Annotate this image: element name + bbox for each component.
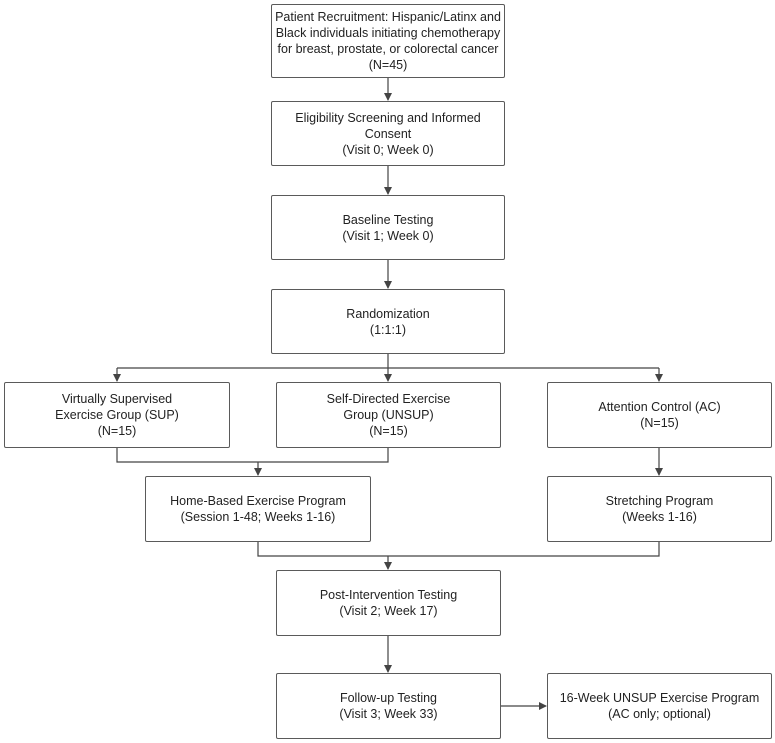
box-text-line: (Weeks 1-16) xyxy=(622,510,697,524)
home-program-box: Home-Based Exercise Program (Session 1-48… xyxy=(145,476,371,542)
unsup-program-box: 16-Week UNSUP Exercise Program (AC only; … xyxy=(547,673,772,739)
box-text-line: Home-Based Exercise Program xyxy=(170,494,346,508)
box-text-line: Eligibility Screening and Informed xyxy=(295,110,481,125)
recruitment-box: Patient Recruitment: Hispanic/Latinx and… xyxy=(271,4,505,78)
ac-group-box: Attention Control (AC) (N=15) xyxy=(547,382,772,448)
box-text-line: (N=15) xyxy=(97,424,137,438)
randomization-box: Randomization(1:1:1) xyxy=(271,289,505,354)
post-testing-box: Post-Intervention Testing (Visit 2; Week … xyxy=(276,570,501,636)
box-text-line: Group (UNSUP) xyxy=(343,408,434,422)
box-text-line: Virtually Supervised xyxy=(61,392,173,406)
programs-merge-line xyxy=(257,542,660,557)
box-text-line: (Visit 0; Week 0) xyxy=(342,142,434,157)
sup-unsup-merge-line xyxy=(116,448,389,463)
randomization-split-line xyxy=(117,354,659,369)
box-text-line: Exercise Group (SUP) xyxy=(55,408,179,422)
box-text-line: (Visit 2; Week 17) xyxy=(339,604,438,618)
box-text-line: (1:1:1) xyxy=(369,322,407,337)
baseline-box: Baseline Testing(Visit 1; Week 0) xyxy=(271,195,505,260)
box-text-line: (N=15) xyxy=(640,416,679,430)
stretching-box: Stretching Program (Weeks 1-16) xyxy=(547,476,772,542)
box-text-line: Self-Directed Exercise xyxy=(326,392,451,406)
box-text-line: Stretching Program xyxy=(605,494,714,508)
box-text-line: (AC only; optional) xyxy=(608,707,711,721)
box-text-line: Consent xyxy=(364,126,412,141)
box-text-line: (N=45) xyxy=(368,58,408,72)
box-text-line: Black individuals initiating chemotherap… xyxy=(275,26,501,40)
box-text-line: Post-Intervention Testing xyxy=(319,588,458,602)
box-text-line: 16-Week UNSUP Exercise Program xyxy=(559,691,760,705)
box-text-line: Attention Control (AC) xyxy=(598,400,721,414)
box-text-line: Follow-up Testing xyxy=(339,691,438,705)
followup-box: Follow-up Testing (Visit 3; Week 33) xyxy=(276,673,501,739)
box-text-line: for breast, prostate, or colorectal canc… xyxy=(277,42,499,56)
box-text-line: Randomization xyxy=(346,306,430,321)
box-text-line: (Visit 3; Week 33) xyxy=(339,707,438,721)
box-text-line: Baseline Testing xyxy=(342,212,434,227)
box-text-line: (Session 1-48; Weeks 1-16) xyxy=(180,510,336,524)
box-text-line: (N=15) xyxy=(369,424,408,438)
box-text-line: (Visit 1; Week 0) xyxy=(342,228,434,243)
box-text-line: Patient Recruitment: Hispanic/Latinx and xyxy=(275,10,501,24)
